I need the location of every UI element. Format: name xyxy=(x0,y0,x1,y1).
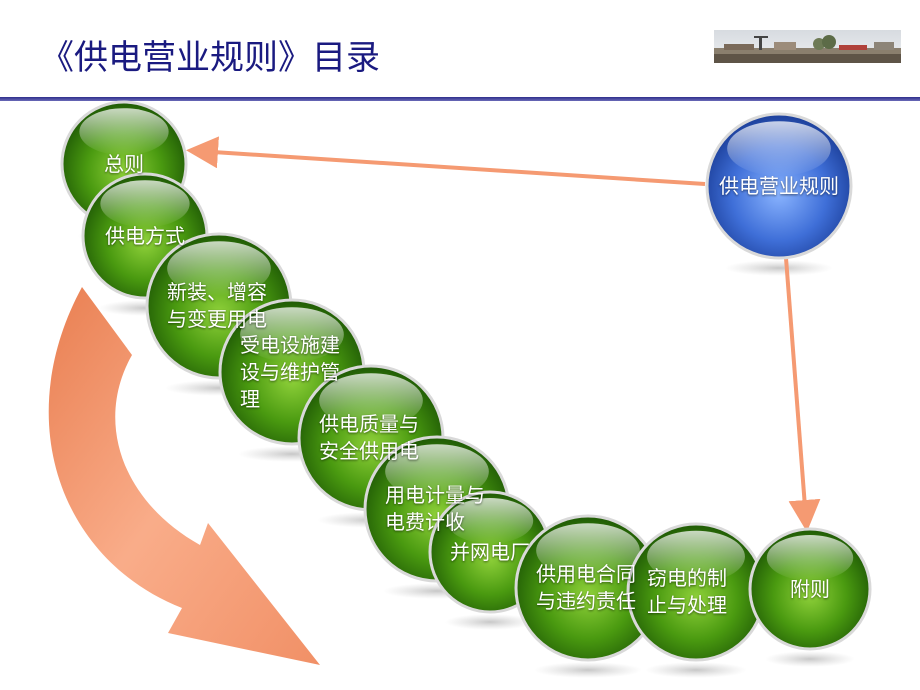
chapter-node-4[interactable]: 受电设施建设与维护管理 xyxy=(220,300,364,444)
arrow-hub-to-first-chapter xyxy=(186,136,706,186)
chapter-node-9[interactable]: 窃电的制止与处理 xyxy=(628,524,764,660)
chapter-node-6-label: 用电计量与电费计收 xyxy=(385,483,485,534)
chapter-10-shadow xyxy=(765,651,855,667)
chapter-9-shadow xyxy=(645,662,747,678)
arrow-hub-to-last-chapter xyxy=(784,257,821,532)
title-divider xyxy=(0,97,920,101)
chapter-node-10-label: 附则 xyxy=(790,576,830,601)
chapter-node-2[interactable]: 供电方式 xyxy=(83,174,207,298)
chapter-node-3-label: 新装、增容与变更用电 xyxy=(167,280,267,331)
hub-node[interactable]: 供电营业规则 xyxy=(707,114,851,258)
chapter-node-8-label: 供用电合同与违约责任 xyxy=(536,562,636,613)
chapter-9-sphere xyxy=(626,522,766,662)
chapter-node-8[interactable]: 供用电合同与违约责任 xyxy=(516,516,660,660)
chapter-node-7[interactable]: 并网电厂 xyxy=(430,492,550,612)
chapter-node-5-label: 供电质量与安全供用电 xyxy=(319,412,419,463)
chapter-node-1-label: 总则 xyxy=(104,151,144,176)
chapter-10-sphere xyxy=(748,527,872,651)
chapter-node-6[interactable]: 用电计量与电费计收 xyxy=(365,437,509,581)
chapter-node-10[interactable]: 附则 xyxy=(750,529,870,649)
chapter-node-5[interactable]: 供电质量与安全供用电 xyxy=(299,366,443,510)
chapter-node-3[interactable]: 新装、增容与变更用电 xyxy=(147,234,291,378)
header-photo xyxy=(714,30,901,63)
hub-node-label: 供电营业规则 xyxy=(719,173,839,198)
chapter-node-4-label: 受电设施建设与维护管理 xyxy=(240,332,340,411)
hub-sphere xyxy=(705,112,853,260)
chapter-7-shadow xyxy=(445,614,535,630)
curved-flow-arrow xyxy=(48,287,320,665)
chapter-node-9-label: 窃电的制止与处理 xyxy=(647,566,727,617)
chapter-node-2-label: 供电方式 xyxy=(105,223,185,248)
chapter-8-sphere xyxy=(514,514,662,662)
chapter-node-1[interactable]: 总则 xyxy=(62,102,186,226)
chapter-node-7-label: 并网电厂 xyxy=(450,539,530,564)
hub-shadow xyxy=(725,260,833,276)
chapter-8-shadow xyxy=(534,662,642,678)
slide-title: 《供电营业规则》目录 xyxy=(40,38,380,78)
